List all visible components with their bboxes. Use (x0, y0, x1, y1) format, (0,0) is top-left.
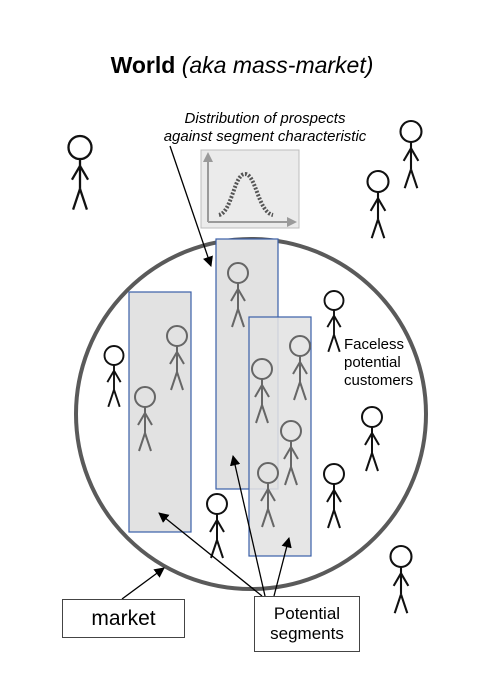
segments-label-box: Potential segments (254, 596, 360, 652)
segment-rectangle-right (248, 316, 312, 557)
arrow-segments-to-left (158, 512, 263, 597)
diagram-title: World (aka mass-market) (0, 52, 484, 79)
arrow-segments-to-middle (230, 454, 266, 597)
faceless-label-line2: potential (344, 354, 401, 371)
distribution-caption-line1: Distribution of prospects (184, 110, 346, 127)
segment-rectangle-left (128, 291, 192, 533)
stick-figure (366, 169, 390, 240)
title-main: World (110, 52, 176, 78)
stick-figure (67, 134, 93, 211)
distribution-caption-line2: against segment characteristic (163, 128, 367, 145)
stick-figure (389, 544, 413, 615)
faceless-customers-label: Faceless potential customers (344, 336, 413, 390)
faceless-label-line1: Faceless (344, 336, 405, 353)
distribution-inset (200, 149, 300, 229)
title-aside: (aka mass-market) (181, 52, 374, 78)
market-label-box: market (62, 599, 185, 638)
arrow-market-to-circle (121, 567, 165, 600)
segments-label-line1: Potential (273, 604, 341, 623)
market-label: market (91, 606, 156, 630)
arrow-segments-to-right (273, 536, 292, 597)
inset-background (200, 149, 300, 229)
arrow-caption-to-segment (169, 145, 213, 267)
bell-curve (218, 171, 274, 217)
faceless-label-line3: customers (344, 372, 414, 389)
segments-label-line2: segments (270, 624, 344, 643)
stick-figure (399, 119, 423, 190)
distribution-caption: Distribution of prospects against segmen… (150, 110, 380, 146)
